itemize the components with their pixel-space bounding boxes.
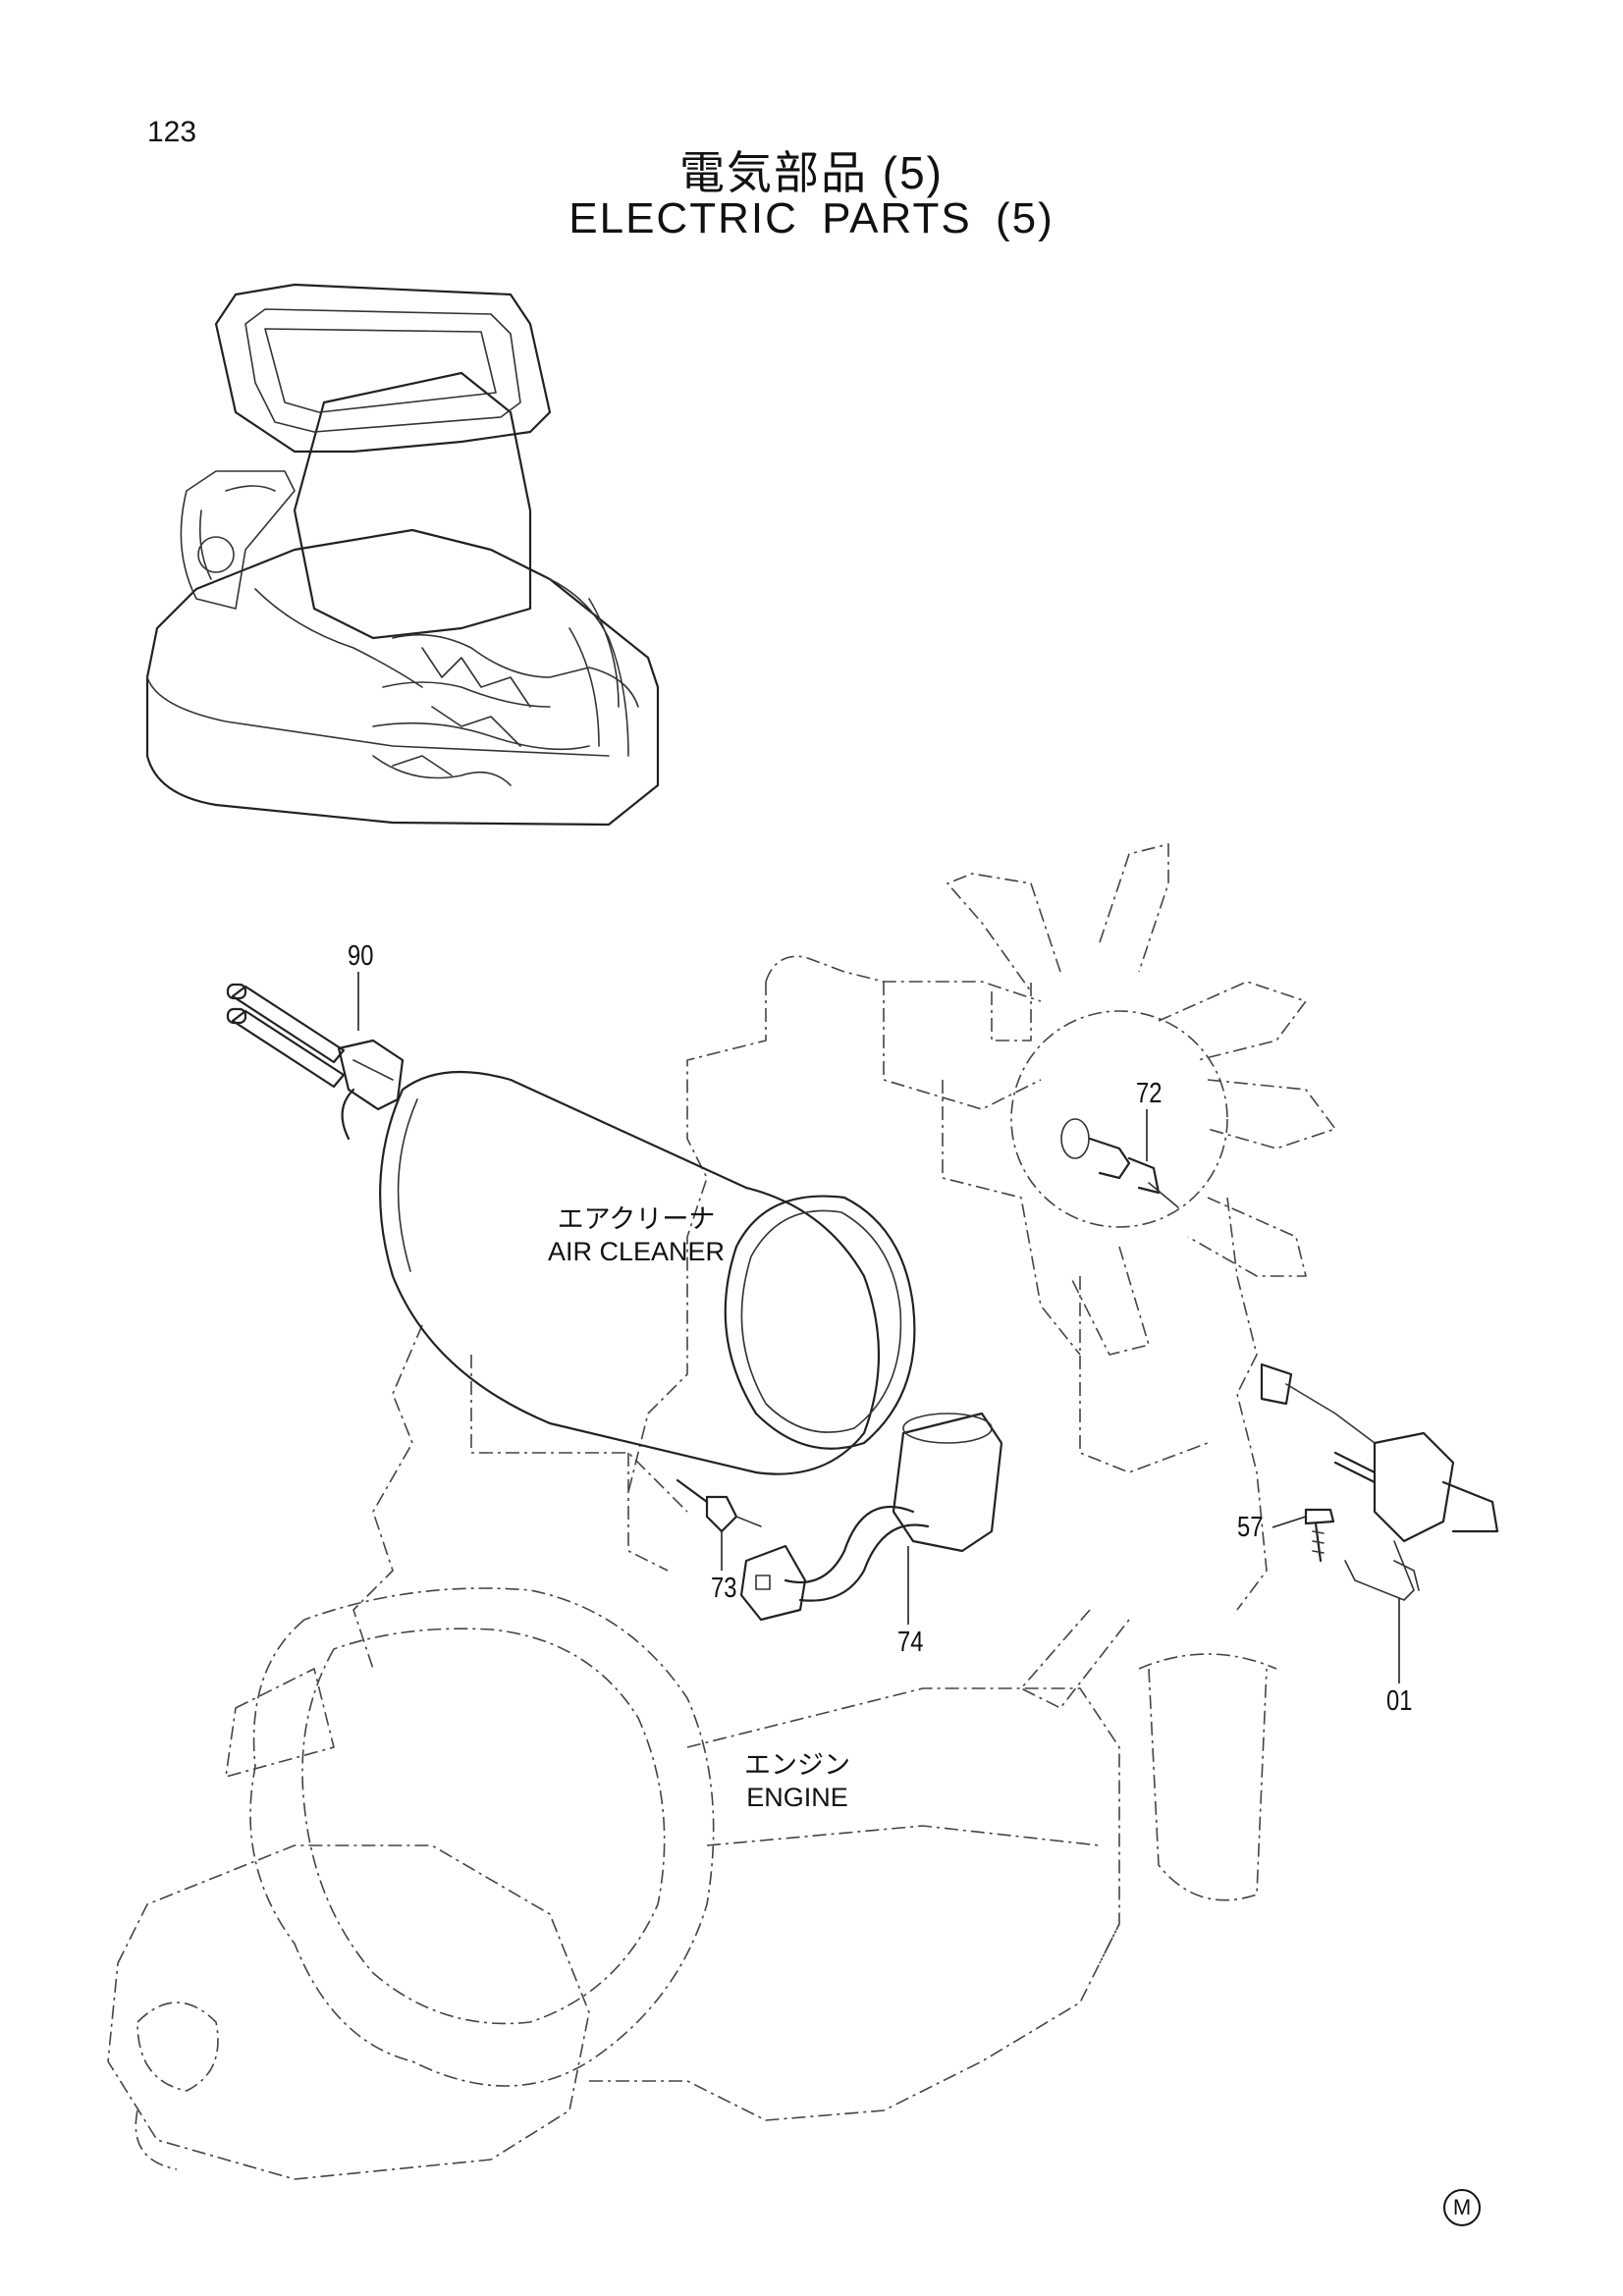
- callout-73: 73: [711, 1573, 737, 1604]
- part-90-connector: [226, 983, 405, 1111]
- machine-overview-illustration: [145, 283, 660, 827]
- callout-90: 90: [348, 940, 374, 972]
- callout-01: 01: [1386, 1685, 1413, 1717]
- part-72-sensor: [1060, 1118, 1179, 1208]
- part-74-solenoid: [739, 1412, 1003, 1622]
- part-73-sensor: [676, 1478, 762, 1533]
- engine-label: エンジン ENGINE: [729, 1749, 866, 1814]
- air-cleaner-illustration: [341, 1070, 916, 1475]
- part-57-screw: [1304, 1508, 1335, 1563]
- callout-74: 74: [897, 1627, 924, 1658]
- callout-72: 72: [1136, 1078, 1163, 1109]
- callout-57: 57: [1237, 1512, 1264, 1543]
- page-title-english: ELECTRIC PARTS (5): [568, 194, 1055, 242]
- air-cleaner-label: エアクリーナ AIR CLEANER: [538, 1203, 734, 1268]
- page-title-japanese: 電気部品 (5): [679, 147, 944, 198]
- circled-m-mark: M: [1443, 2189, 1481, 2226]
- page-number: 123: [147, 116, 197, 148]
- leader-lines: [357, 972, 1400, 1683]
- air-cleaner-label-en: AIR CLEANER: [547, 1237, 726, 1266]
- engine-outline: [107, 843, 1336, 2180]
- air-cleaner-label-jp: エアクリーナ: [557, 1204, 716, 1234]
- engine-label-jp: エンジン: [744, 1750, 850, 1780]
- engine-label-en: ENGINE: [746, 1783, 848, 1812]
- part-01-relay: [1260, 1362, 1499, 1601]
